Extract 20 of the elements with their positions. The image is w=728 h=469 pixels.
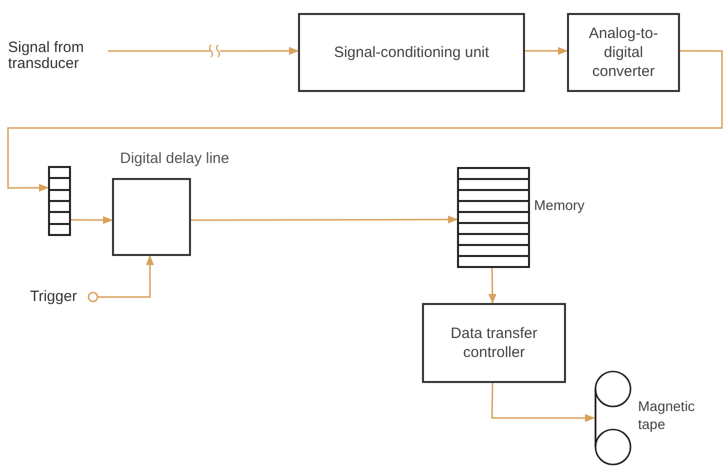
node-label: Analog-to-digital converter — [588, 24, 660, 81]
arrow — [491, 382, 595, 422]
node-heading: Digital delay line — [120, 149, 230, 169]
process-box — [422, 303, 566, 383]
signal-label: Trigger — [30, 287, 88, 307]
process-box — [298, 13, 525, 92]
arrow — [108, 46, 299, 55]
signal-label: Signal from transducer — [8, 36, 108, 76]
shift-register — [48, 166, 71, 236]
arrow — [525, 46, 568, 55]
node-label: Data transfer controller — [450, 324, 538, 362]
process-box — [567, 13, 680, 92]
side-label: Magnetic tape — [638, 396, 696, 433]
arrow — [88, 255, 154, 302]
arrow — [488, 268, 496, 304]
arrow — [71, 216, 113, 224]
arrow — [7, 50, 723, 192]
node-label: Signal-conditioning unit — [334, 43, 490, 62]
side-label: Memory — [534, 196, 586, 214]
arrow — [191, 216, 458, 224]
